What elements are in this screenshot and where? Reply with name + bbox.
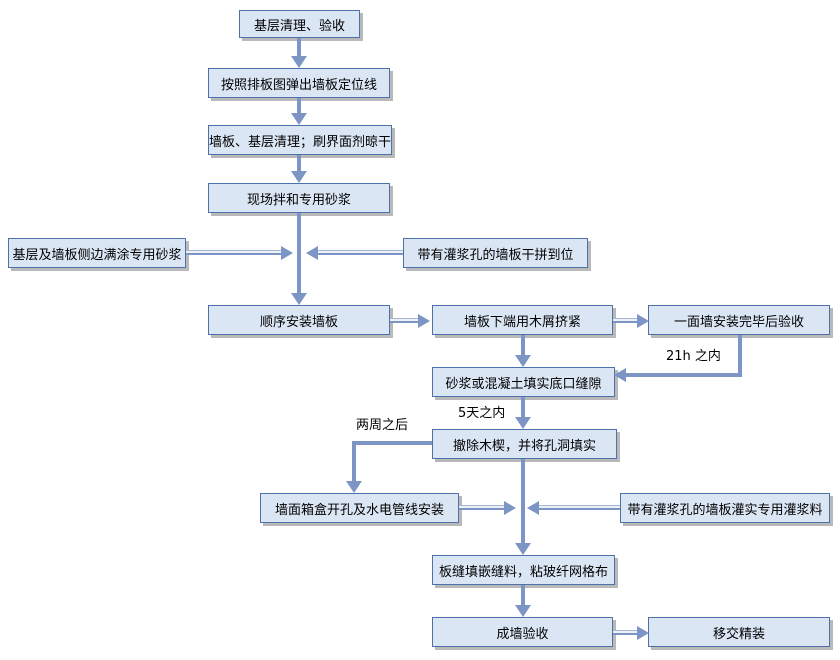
arrow-shaft xyxy=(459,505,504,510)
flow-node-surface-prep: 墙板、基层清理；刷界面剂晾干 xyxy=(208,125,392,155)
arrowhead-left-icon xyxy=(527,501,539,515)
arrow-shaft xyxy=(297,155,301,172)
arrowhead-left-icon xyxy=(306,246,318,260)
arrow-shaft xyxy=(297,213,301,294)
flow-node-grouting: 带有灌浆孔的墙板灌实专用灌浆料 xyxy=(620,493,830,523)
arrowhead-down-icon xyxy=(346,481,362,493)
arrowhead-down-icon xyxy=(515,417,531,429)
edge-label-within-21h: 21h 之内 xyxy=(666,349,721,364)
arrowhead-down-icon xyxy=(515,605,531,617)
arrowhead-right-icon xyxy=(637,626,649,640)
arrowhead-down-icon xyxy=(291,113,307,125)
flow-node-dry-assembly: 带有灌浆孔的墙板干拼到位 xyxy=(403,238,588,268)
arrow-shaft xyxy=(318,250,403,255)
arrowhead-down-icon xyxy=(515,355,531,367)
flow-node-wall-acceptance: 成墙验收 xyxy=(432,617,613,647)
flow-node-side-mortar: 基层及墙板侧边满涂专用砂浆 xyxy=(8,238,186,268)
arrow-shaft xyxy=(186,250,281,255)
arrow-shaft xyxy=(613,318,637,323)
flow-node-remove-wedges: 撤除木楔，并将孔洞填实 xyxy=(432,429,617,459)
arrowhead-right-icon xyxy=(504,501,516,515)
flow-node-mep-install: 墙面箱盒开孔及水电管线安装 xyxy=(260,493,459,523)
arrowhead-right-icon xyxy=(418,314,430,328)
flow-node-handover: 移交精装 xyxy=(648,617,830,647)
arrowhead-down-icon xyxy=(291,56,307,68)
arrow-shaft xyxy=(521,335,525,356)
arrow-shaft xyxy=(352,441,356,482)
arrowhead-down-icon xyxy=(291,171,307,183)
flow-node-fill-bottom-gap: 砂浆或混凝土填实底口缝隙 xyxy=(432,367,615,397)
flow-node-wall-inspection: 一面墙安装完毕后验收 xyxy=(648,305,830,335)
flow-node-install-panels: 顺序安装墙板 xyxy=(208,305,390,335)
flow-node-joint-treatment: 板缝填嵌缝料，粘玻纤网格布 xyxy=(432,555,615,585)
flow-node-base-cleaning: 基层清理、验收 xyxy=(239,10,360,38)
flow-node-wedge-bottom: 墙板下端用木屑挤紧 xyxy=(432,305,613,335)
arrow-shaft xyxy=(297,38,301,57)
arrow-shaft xyxy=(352,441,432,445)
edge-label-within-5-days: 5天之内 xyxy=(458,406,506,421)
arrowhead-left-icon xyxy=(614,368,626,382)
arrow-shaft xyxy=(738,335,742,377)
flow-node-layout-lines: 按照排板图弹出墙板定位线 xyxy=(208,68,390,98)
edge-label-after-two-weeks: 两周之后 xyxy=(356,418,409,433)
arrowhead-right-icon xyxy=(281,246,293,260)
arrow-shaft xyxy=(521,397,525,418)
arrow-shaft xyxy=(521,585,525,606)
arrow-shaft xyxy=(390,318,418,323)
flow-node-mix-mortar: 现场拌和专用砂浆 xyxy=(208,183,390,213)
arrowhead-down-icon xyxy=(515,543,531,555)
arrowhead-down-icon xyxy=(291,293,307,305)
arrow-shaft xyxy=(521,459,525,544)
arrowhead-right-icon xyxy=(637,314,649,328)
arrow-shaft xyxy=(297,98,301,114)
arrow-shaft xyxy=(539,505,620,510)
arrow-shaft xyxy=(613,630,637,635)
arrow-shaft xyxy=(626,373,742,377)
